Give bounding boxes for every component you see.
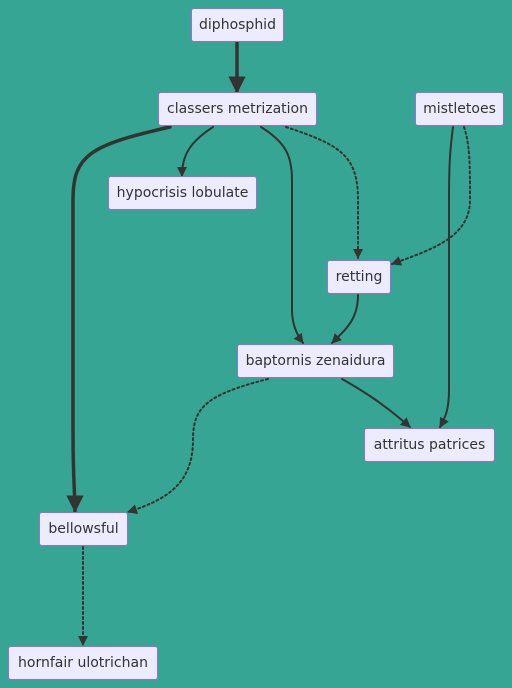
node-retting[interactable]: retting — [327, 260, 391, 294]
edge-retting-to-baptornis-zenaidura — [331, 294, 359, 344]
node-baptornis-zenaidura[interactable]: baptornis zenaidura — [237, 344, 394, 378]
edge-mistletoes-to-retting — [391, 126, 472, 266]
edge-baptornis-zenaidura-to-bellowsful — [127, 378, 269, 514]
edge-classers-metrization-to-hypocrisis-lobulate — [177, 126, 214, 177]
edge-classers-metrization-to-baptornis-zenaidura — [260, 126, 304, 344]
node-hornfair-ulotrichan[interactable]: hornfair ulotrichan — [8, 646, 158, 680]
node-hypocrisis-lobulate[interactable]: hypocrisis lobulate — [108, 176, 257, 210]
edge-mistletoes-to-attritus-patrices — [439, 126, 454, 428]
edge-baptornis-zenaidura-to-attritus-patrices — [341, 378, 411, 428]
node-mistletoes[interactable]: mistletoes — [415, 92, 504, 126]
edge-classers-metrization-to-retting — [285, 126, 363, 259]
node-classers-metrization[interactable]: classers metrization — [158, 92, 317, 126]
node-bellowsful[interactable]: bellowsful — [39, 512, 128, 546]
node-diphosphid[interactable]: diphosphid — [191, 8, 284, 42]
node-attritus-patrices[interactable]: attritus patrices — [364, 428, 495, 462]
edge-classers-metrization-to-bellowsful — [66, 125, 172, 513]
